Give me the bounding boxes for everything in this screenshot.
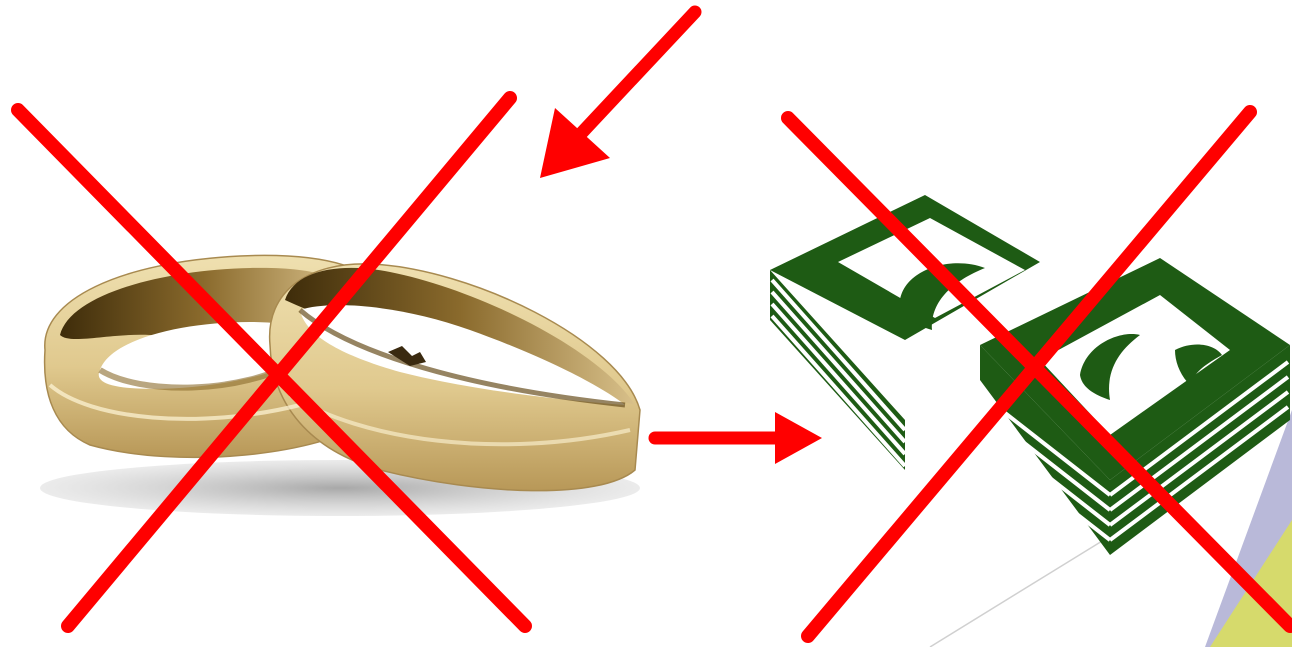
arrow-down-left (540, 12, 695, 178)
arrow-right (655, 412, 822, 464)
